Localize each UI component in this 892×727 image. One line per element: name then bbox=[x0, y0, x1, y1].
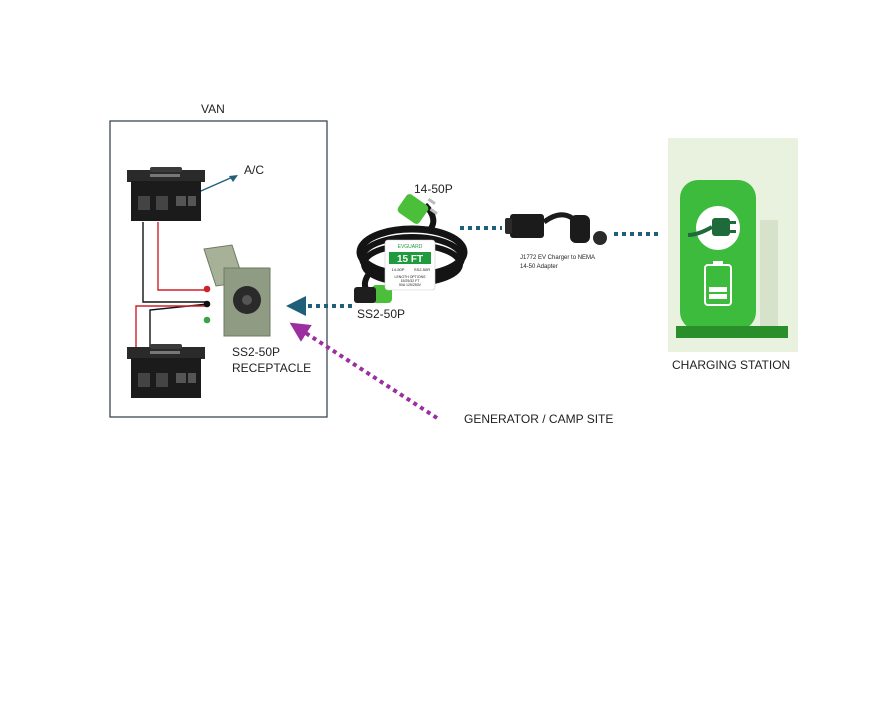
terminal-green bbox=[203, 316, 211, 324]
transformer-icon bbox=[127, 344, 205, 398]
ac-arrow-head bbox=[229, 175, 238, 182]
receptacle-icon bbox=[203, 244, 271, 337]
charging-station-icon bbox=[668, 138, 798, 352]
adapter-icon bbox=[505, 212, 607, 245]
generator-label: GENERATOR / CAMP SITE bbox=[464, 412, 614, 426]
cable-tag-options-3: 50A 125/250V bbox=[399, 283, 422, 287]
terminal-red bbox=[203, 285, 211, 293]
cable-tag-length: 15 FT bbox=[397, 254, 423, 265]
cable-tag-right-plug: SS2-50R bbox=[414, 267, 430, 272]
battery-icon bbox=[704, 261, 732, 306]
adapter-label-line1: J1772 EV Charger to NEMA bbox=[520, 255, 596, 261]
cable-tag-left-plug: 14-50P bbox=[392, 267, 405, 272]
charging-station-label: CHARGING STATION bbox=[672, 358, 791, 372]
plug-icon bbox=[712, 218, 730, 236]
cable-tag-options-2: 15/25/32 FT bbox=[401, 279, 421, 283]
adapter-label-line2: 14-50 Adapter bbox=[520, 264, 558, 270]
van-label: VAN bbox=[201, 102, 225, 116]
link-generator-to-receptacle bbox=[289, 322, 439, 420]
ss2-50p-label: SS2-50P bbox=[357, 307, 406, 321]
receptacle-label-line1: SS2-50P bbox=[232, 345, 281, 359]
terminal-black bbox=[203, 300, 211, 308]
plug-14-50p-label: 14-50P bbox=[414, 182, 453, 196]
cable-tag-band bbox=[389, 252, 431, 264]
receptacle-label-line2: RECEPTACLE bbox=[232, 361, 312, 375]
plug-icon bbox=[397, 194, 438, 224]
van-box bbox=[109, 120, 328, 418]
cable-tag-options-1: LENGTH OPTIONS bbox=[395, 275, 427, 279]
transformer-icon bbox=[127, 167, 205, 221]
ac-label: A/C bbox=[244, 163, 265, 177]
cable-tag-brand: EVGUARD bbox=[398, 244, 423, 250]
